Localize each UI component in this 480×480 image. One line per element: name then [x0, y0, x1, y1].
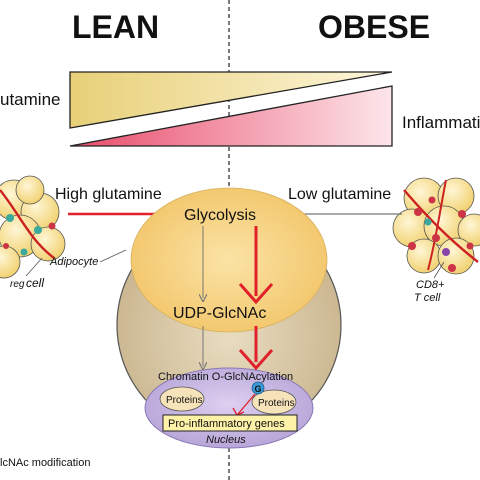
glutamine-label: utamine: [0, 90, 60, 109]
left-cell-pointer: [25, 257, 43, 277]
chromatin-label: Chromatin O-GlcNAcylation: [158, 371, 293, 383]
cd8-pointer: [433, 261, 445, 279]
proteins-right: [251, 389, 297, 415]
adipocyte-label: Adipocyte: [49, 256, 98, 268]
inflammation-label: Inflammati: [402, 113, 480, 132]
header-lean: LEAN: [72, 9, 159, 45]
left-cell-label: cell: [26, 276, 44, 290]
glutamine-wedge: [69, 71, 393, 129]
adipocyte-pointer: [99, 249, 127, 263]
cd8-label-line1: CD8+: [416, 279, 445, 291]
cytoplasm: [130, 187, 328, 333]
o-glcnac-marker-label: G: [255, 384, 262, 394]
low-glutamine-label: Low glutamine: [288, 186, 391, 203]
treg-subscript: reg: [10, 279, 25, 290]
proteins-left: [159, 386, 205, 412]
nucleus-label: Nucleus: [206, 434, 246, 446]
red-arrowhead-glycolysis-udp: [238, 283, 274, 305]
udp-glcnac-label: UDP-GlcNAc: [173, 305, 266, 322]
proteins-right-label: Proteins: [258, 398, 295, 409]
inflammation-wedge: [69, 85, 393, 147]
obese-adipose-cluster: [392, 177, 480, 275]
cd8-label-line2: T cell: [414, 292, 441, 304]
pro-inflammatory-genes-label: Pro-inflammatory genes: [168, 418, 285, 430]
pro-inflammatory-genes-box: [162, 414, 298, 432]
header-obese: OBESE: [318, 9, 430, 45]
red-arrow-gene-activation: [237, 393, 256, 415]
o-glcnac-marker: [251, 381, 265, 395]
proteins-left-label: Proteins: [166, 395, 203, 406]
red-arrowhead-udp-chromatin: [238, 349, 274, 371]
glycolysis-label: Glycolysis: [184, 207, 256, 224]
legend-modification-label: lcNAc modification: [0, 457, 90, 469]
lean-adipose-cluster: [0, 175, 66, 279]
high-glutamine-label: High glutamine: [55, 186, 162, 203]
